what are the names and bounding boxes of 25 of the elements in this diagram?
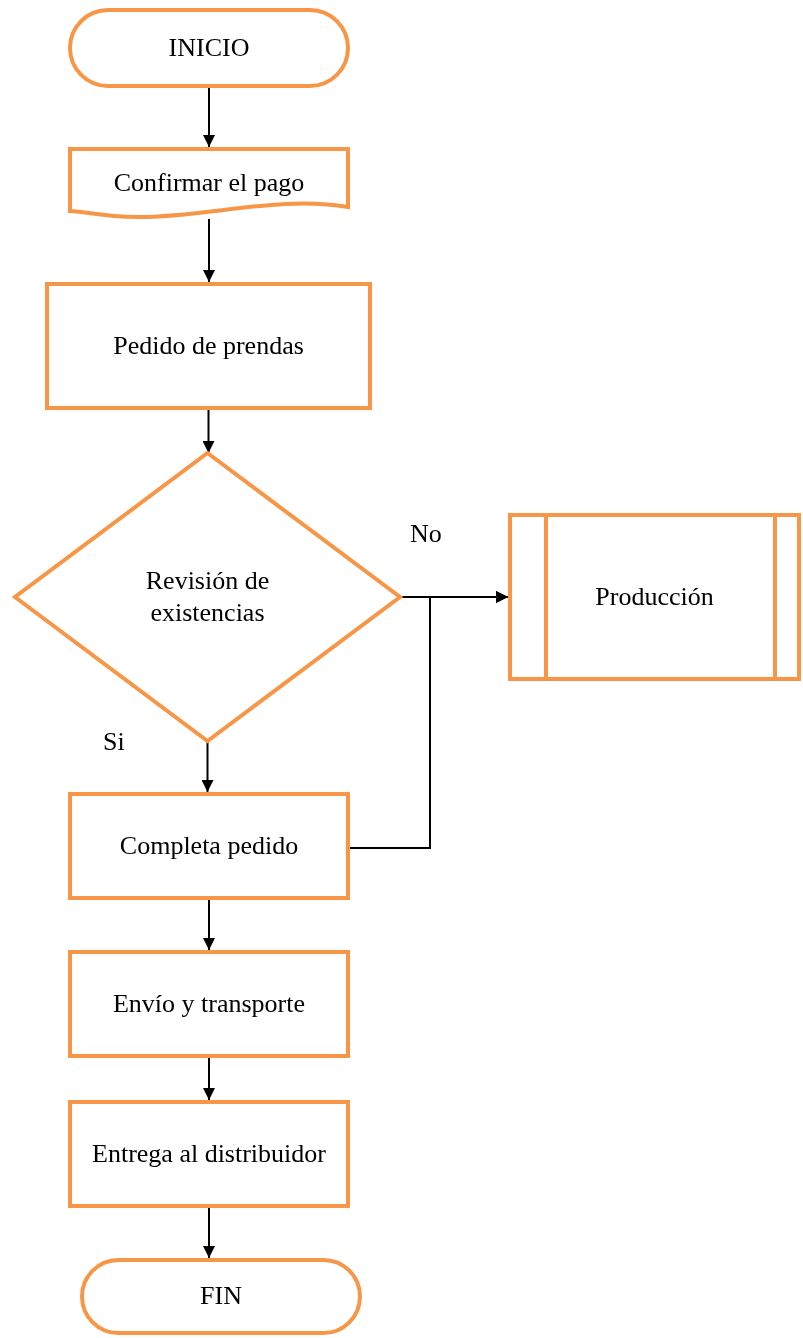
node-label: Revisión de existencias — [144, 564, 271, 629]
predefined-process-box — [508, 513, 801, 681]
process-box — [45, 282, 372, 410]
node-label: Pedido de prendas — [113, 329, 304, 362]
arrow — [203, 1057, 215, 1101]
node-label: Completa pedido — [119, 829, 299, 862]
arrow — [202, 409, 215, 454]
terminal-shape — [68, 8, 350, 88]
node-label: FIN — [200, 1280, 242, 1313]
arrow — [203, 218, 215, 283]
node-label: Producción — [595, 580, 714, 613]
document-shape — [68, 147, 350, 219]
node-label: Entrega al distribuidor — [92, 1137, 326, 1170]
terminal-shape — [80, 1258, 362, 1335]
node-label: Confirmar el pago — [113, 166, 305, 199]
arrow — [201, 740, 214, 793]
arrow — [203, 87, 215, 148]
process-box — [68, 1100, 350, 1208]
process-box — [68, 950, 350, 1058]
node-label: Envío y transporte — [112, 987, 306, 1020]
process-box — [68, 792, 350, 900]
arrow — [203, 899, 215, 951]
node-label: INICIO — [168, 31, 250, 64]
arrow — [349, 591, 509, 849]
arrow — [203, 1207, 215, 1259]
